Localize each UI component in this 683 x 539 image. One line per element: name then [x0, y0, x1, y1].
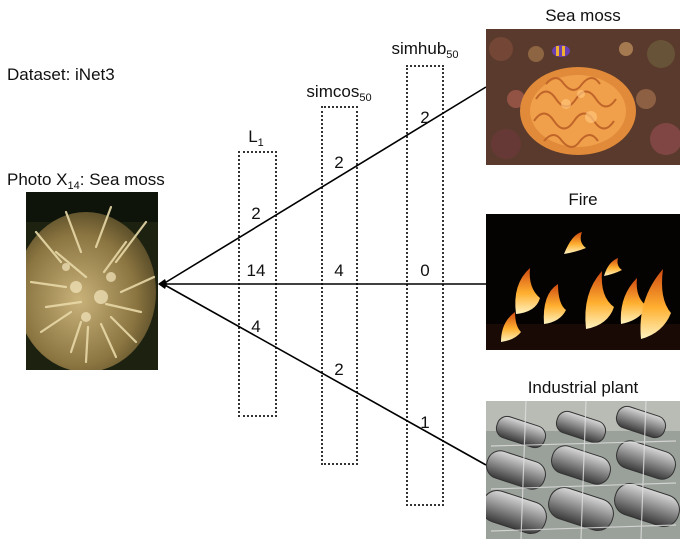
- query-label-prefix: Photo X: [7, 170, 68, 189]
- fire-flames-photo-icon: [486, 214, 680, 350]
- industrial-pipes-photo-icon: [486, 401, 680, 539]
- target-label-sea-moss: Sea moss: [486, 6, 680, 26]
- target-photo-sea-moss: [486, 29, 680, 165]
- query-label-sub: 14: [68, 180, 80, 192]
- target-photo-industrial-plant: [486, 401, 680, 539]
- column-label-simcos-sub: 50: [359, 92, 371, 104]
- dataset-label: Dataset: iNet3: [7, 65, 115, 85]
- target-photo-fire: [486, 214, 680, 350]
- target-label-industrial-plant: Industrial plant: [486, 378, 680, 398]
- column-box-simhub: [406, 65, 444, 506]
- column-box-l1: [238, 151, 277, 417]
- connector-origin-diamond: [158, 279, 167, 289]
- query-photo: [26, 192, 158, 370]
- column-label-simcos-main: simcos: [306, 82, 359, 101]
- sea-moss-coral-photo-icon: [486, 29, 680, 165]
- column-label-simcos: simcos50: [300, 82, 378, 102]
- column-label-simhub-main: simhub: [391, 39, 446, 58]
- target-label-fire: Fire: [486, 190, 680, 210]
- column-label-l1-sub: 1: [258, 137, 264, 149]
- sea-moss-closeup-photo-icon: [26, 192, 158, 370]
- query-label-suffix: : Sea moss: [80, 170, 165, 189]
- query-photo-label: Photo X14: Sea moss: [7, 170, 165, 190]
- column-label-simhub-sub: 50: [446, 49, 458, 61]
- column-box-simcos: [321, 106, 358, 465]
- column-label-simhub: simhub50: [384, 39, 466, 59]
- column-label-l1: L1: [236, 127, 276, 147]
- column-label-l1-main: L: [248, 127, 257, 146]
